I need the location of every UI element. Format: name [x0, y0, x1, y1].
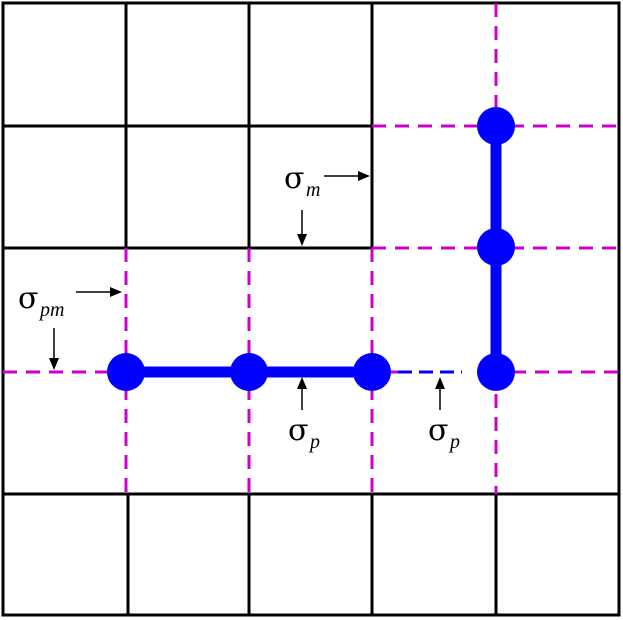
annotation-arrows — [49, 171, 445, 410]
arrow-sigma-pm-down-head — [49, 358, 59, 370]
arrow-sigma-m-right-head — [358, 171, 370, 181]
label-sigma-m: σ m — [284, 161, 320, 201]
arrow-sigma-m-down-head — [297, 234, 307, 246]
label-sigma-pm: σ pm — [18, 281, 64, 321]
sigma-m-subscript: m — [306, 179, 320, 201]
sigma-p-left-subscript: p — [308, 431, 320, 453]
bead — [477, 228, 515, 266]
sigma-m-symbol: σ — [284, 161, 304, 196]
sigma-pm-subscript: pm — [38, 299, 64, 321]
sigma-p-right-subscript: p — [448, 431, 460, 453]
arrow-sigma-p-left-up-head — [297, 377, 307, 389]
arrow-sigma-pm-right-head — [110, 287, 122, 297]
bead — [477, 353, 515, 391]
bead — [107, 353, 145, 391]
sigma-p-right-symbol: σ — [428, 413, 448, 448]
bead — [230, 353, 268, 391]
bead — [353, 353, 391, 391]
bead — [477, 107, 515, 145]
sigma-pm-symbol: σ — [18, 281, 38, 316]
sigma-p-left-symbol: σ — [288, 413, 308, 448]
label-sigma-p-right: σ p — [428, 413, 460, 453]
label-sigma-p-left: σ p — [288, 413, 320, 453]
chain-beads — [107, 107, 515, 391]
arrow-sigma-p-right-up-head — [435, 377, 445, 389]
